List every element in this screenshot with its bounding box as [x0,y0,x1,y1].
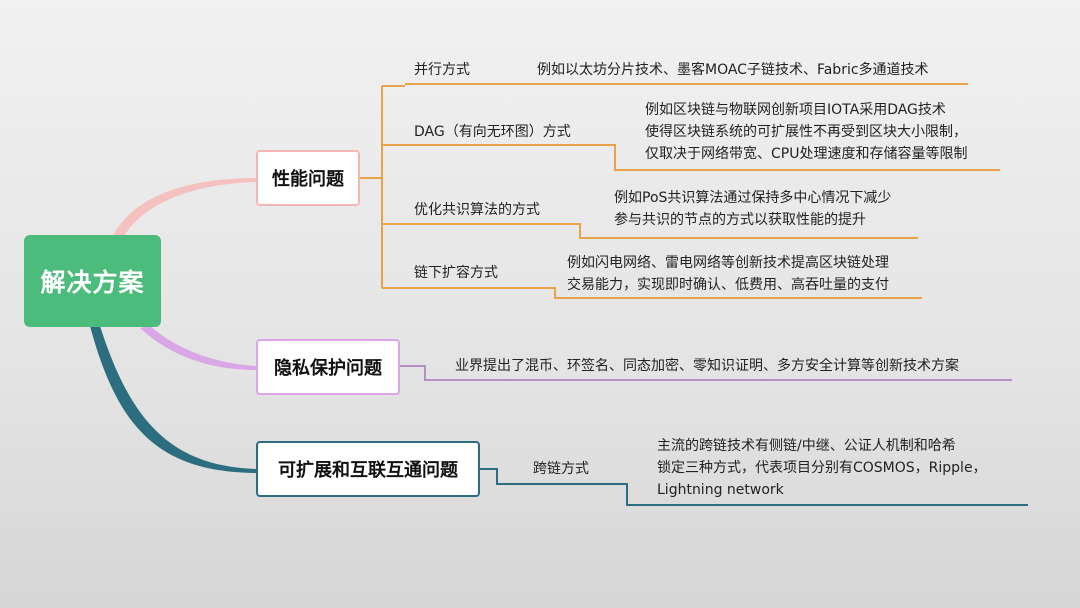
subtopic-crosschain[interactable]: 跨链方式 [533,461,589,477]
subtopic-dag[interactable]: DAG（有向无环图）方式 [414,124,571,140]
desc-parallel: 例如以太坊分片技术、墨客MOAC子链技术、Fabric多通道技术 [537,62,929,78]
topic-scalability[interactable]: 可扩展和互联互通问题 [256,441,480,497]
branch-performance [112,178,256,240]
branch-privacy [140,326,256,370]
scalability-connectors [480,468,1028,506]
privacy-connectors [400,365,1012,381]
desc-privacy: 业界提出了混币、环签名、同态加密、零知识证明、多方安全计算等创新技术方案 [455,358,959,374]
root-node[interactable]: 解决方案 [24,235,161,327]
subtopic-offchain[interactable]: 链下扩容方式 [414,265,498,281]
desc-offchain: 例如闪电网络、雷电网络等创新技术提高区块链处理 交易能力，实现即时确认、低费用、… [567,255,889,293]
desc-crosschain: 主流的跨链技术有侧链/中继、公证人机制和哈希 锁定三种方式，代表项目分别有COS… [657,438,987,498]
topic-performance[interactable]: 性能问题 [256,150,360,206]
desc-consensus: 例如PoS共识算法通过保持多中心情况下减少 参与共识的节点的方式以获取性能的提升 [614,190,892,228]
branch-scalability [90,326,256,473]
subtopic-consensus[interactable]: 优化共识算法的方式 [414,202,540,218]
desc-dag: 例如区块链与物联网创新项目IOTA采用DAG技术 使得区块链系统的可扩展性不再受… [645,102,968,162]
performance-connectors [360,83,1000,299]
subtopic-parallel[interactable]: 并行方式 [414,62,470,78]
topic-privacy[interactable]: 隐私保护问题 [256,339,400,395]
